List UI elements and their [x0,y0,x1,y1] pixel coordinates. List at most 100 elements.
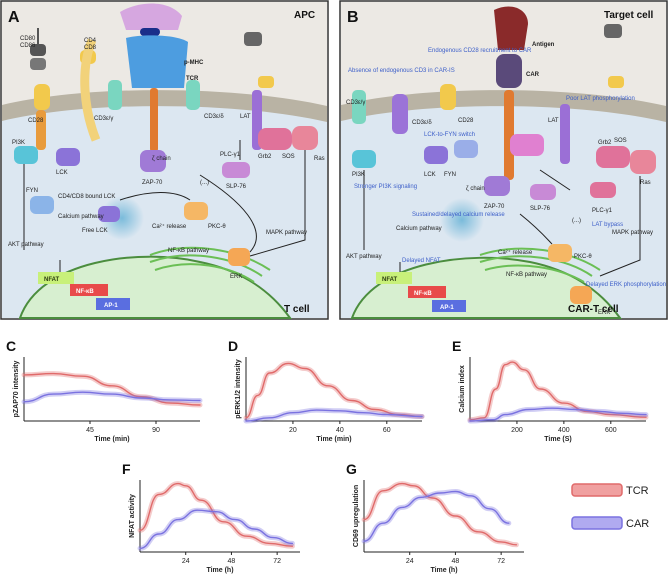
pkc-shape [184,202,208,220]
chart-e-ylabel: Calcium index [459,365,466,413]
chart-d-series-tcr-line [245,362,423,419]
b-cd28-right-shape [608,76,624,88]
antigen-shape [494,6,528,51]
free-lck-shape [98,206,120,222]
label-nfkb: NF-κB [76,289,94,295]
panel-a-cd80-right [244,32,262,46]
b-label-ca: Ca²⁺ release [498,249,533,256]
chart-e-letter: E [452,338,461,354]
panel-a-letter: A [8,9,20,26]
note-absence: Absence of endogenous CD3 in CAR-IS [348,68,455,74]
panel-b-membrane [341,90,666,122]
cd80-shape [30,44,46,56]
panel-a-arrows [23,140,306,272]
label-sos: SOS [282,154,295,160]
label-grb2: Grb2 [258,154,272,160]
b-label-nfat: NFAT [382,277,398,283]
lck-shape [56,148,80,166]
b-label-sos: SOS [614,138,627,144]
chart-d-tick-label-2: 60 [383,427,391,434]
chart-f-letter: F [122,461,131,477]
b-label-nfkbpath: NF-κB pathway [506,272,547,278]
b-label-slp76: SLP-76 [530,206,551,212]
cd4-stalk [80,38,101,142]
chart-g-ylabel: CD69 upregulation [353,485,360,547]
note-erk-delay: Delayed ERK phosphorylation [586,282,666,288]
b-label-car: CAR [526,72,540,78]
b-label-lat: LAT [548,118,559,124]
panel-a-er [149,246,271,283]
label-zap70: ZAP-70 [142,180,163,186]
chart-e-series-car-line [469,407,647,422]
chart-f-tick-label-0: 24 [182,558,190,565]
chart-d-ylabel: pERK1/2 intensity [235,359,242,419]
peptide-shape [140,28,160,36]
car-scfv-shape [496,54,522,88]
legend-car-label: CAR [626,518,649,530]
b-grb2-sos-shape [596,146,630,168]
chart-g-tick-label-0: 24 [406,558,414,565]
b-label-fyn: FYN [444,172,456,178]
label-nfkbpath: NF-κB pathway [168,248,209,254]
cd28-right-shape [258,76,274,88]
b-pi3k-shape [352,150,376,168]
chart-d-xlabel: Time (min) [316,436,351,443]
note-cd28-recruit: Endogenous CD28 recruitment to CAR [428,48,532,54]
chart-g-tick-label-1: 48 [452,558,460,565]
b-label-ras: Ras [640,180,651,186]
label-cd86: CD86 [20,43,36,49]
chart-c-tick-label-0: 45 [86,427,94,434]
b-label-pi3k: PI3K [352,172,365,178]
label-cd4: CD4 [84,38,97,44]
panel-a: CD80 CD86 CD4 CD8 p-MHC TCR CD28 CD3ε/γ … [0,0,329,320]
chart-d-series-car-line [245,409,423,422]
panel-b-calcium-cloud [440,198,484,242]
label-erk: ERK [230,274,242,280]
label-lck: LCK [56,170,68,176]
chart-d-letter: D [228,338,238,354]
grb2-sos-shape [258,128,292,150]
chart-c-xlabel: Time (min) [94,436,129,443]
b-bowtie-shape [510,134,544,156]
b-nfat-box [376,272,412,284]
note-lck-fyn: LCK-to-FYN switch [424,132,475,138]
label-ras: Ras [314,156,325,162]
b-erk-shape [570,286,592,304]
panel-b-target-title: Target cell [604,10,653,21]
chart-d-tick-label-0: 20 [289,427,297,434]
label-tcr: TCR [186,76,199,82]
chart-f-tick-label-1: 48 [228,558,236,565]
label-dots: (...) [200,180,209,186]
panel-a-tcell-title: T cell [284,304,310,315]
b-label-cd3eg: CD3ε/γ [346,100,365,106]
chart-c-series-tcr-line [23,372,201,406]
panel-b-cart-title: CAR-T cell [568,304,619,315]
label-nfat: NFAT [44,277,60,283]
b-label-grb2: Grb2 [598,140,612,146]
cd3ed-shape [186,80,200,110]
note-pi3k-strong: Stronger PI3K signaling [354,184,417,190]
b-label-antigen: Antigen [532,42,555,48]
erk-shape [228,248,250,266]
chart-d-series-car-band [243,407,425,424]
label-slp76: SLP-76 [226,184,247,190]
label-ap1: AP-1 [104,303,118,309]
b-cd80-shape [604,24,622,38]
label-ca: Ca²⁺ release [152,223,187,230]
chart-c-series-car-line [23,391,201,403]
nfkb-box [70,284,108,296]
b-label-ap1: AP-1 [440,305,454,311]
tcr-shape [126,35,188,88]
label-pmhc: p-MHC [184,60,204,66]
b-label-erk: ERK [598,310,610,316]
b-label-zeta: ζ chain [466,186,485,192]
label-cd80: CD80 [20,36,36,42]
chart-e-series-tcr-line [469,361,647,421]
label-cd8: CD8 [84,45,97,51]
legend: TCR CAR [571,483,649,530]
b-slp76-shape [530,184,556,200]
note-lat-poor: Poor LAT phosphorylation [566,96,635,102]
